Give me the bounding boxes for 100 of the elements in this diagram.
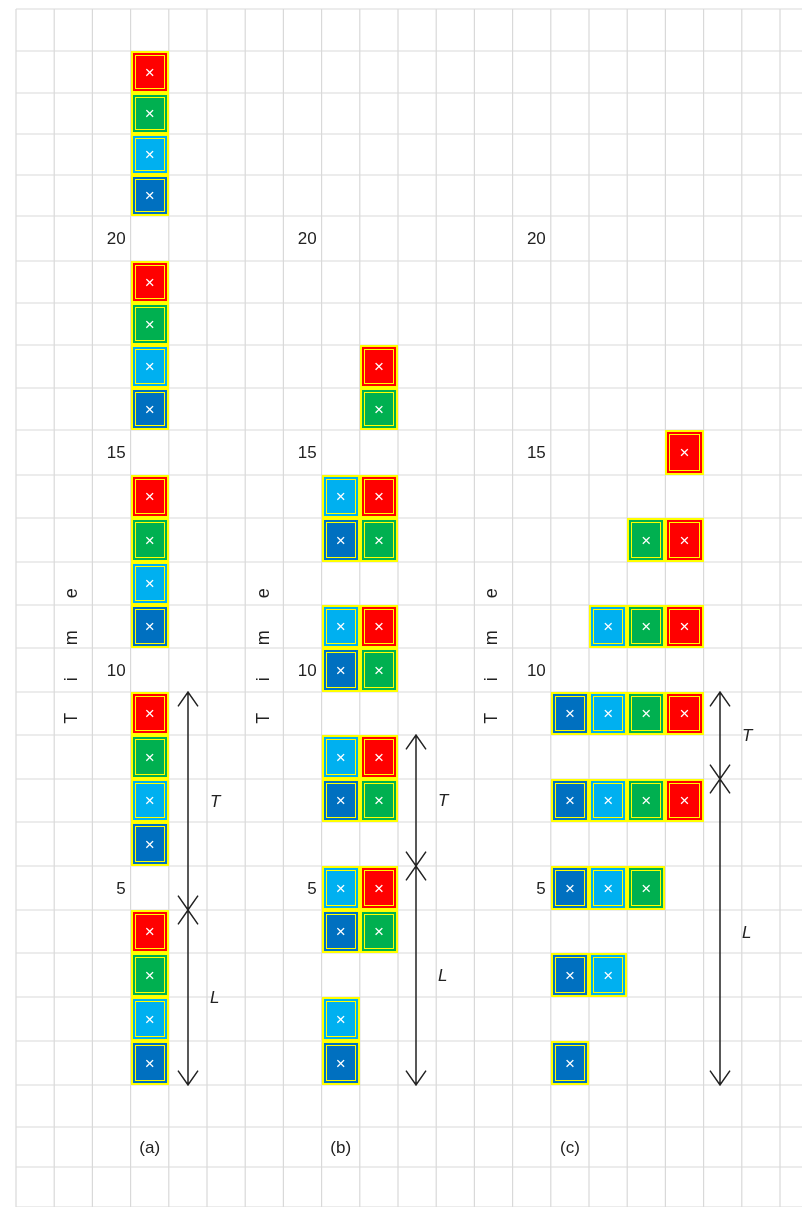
task-block — [130, 303, 169, 345]
time-tick-label: 15 — [526, 444, 546, 461]
task-block — [321, 475, 360, 518]
interval-label: T — [742, 727, 753, 744]
cross-mark: × — [679, 618, 690, 635]
task-block — [550, 692, 589, 735]
axis-title: Time — [253, 556, 272, 724]
time-tick-label: 15 — [106, 444, 126, 461]
cross-mark: × — [335, 1054, 346, 1072]
axis-title: Time — [61, 556, 80, 724]
interval-label: L — [742, 923, 752, 941]
task-block — [130, 175, 169, 216]
task-block — [359, 735, 398, 779]
cross-mark: × — [335, 1010, 346, 1028]
task-block — [130, 779, 169, 822]
cross-mark: × — [564, 792, 575, 809]
task-block — [359, 866, 398, 910]
task-block — [130, 822, 169, 866]
task-block — [589, 692, 628, 735]
cross-mark: × — [603, 792, 614, 809]
cross-mark: × — [335, 618, 346, 635]
cross-mark: × — [144, 792, 155, 809]
task-block — [130, 953, 169, 997]
cross-mark: × — [144, 187, 155, 204]
cross-mark: × — [335, 879, 346, 897]
time-tick-label: 5 — [536, 879, 546, 897]
cross-mark: × — [641, 792, 652, 809]
task-block — [627, 779, 666, 822]
cross-mark: × — [144, 966, 155, 984]
task-block — [130, 261, 169, 303]
time-tick-label: 20 — [526, 230, 546, 247]
cross-mark: × — [144, 1010, 155, 1028]
task-block — [321, 997, 360, 1041]
cross-mark: × — [373, 923, 384, 940]
task-block — [627, 605, 666, 648]
time-tick-label: 20 — [297, 230, 317, 247]
cross-mark: × — [144, 575, 155, 592]
cross-mark: × — [144, 923, 155, 940]
task-block — [359, 475, 398, 518]
cross-mark: × — [373, 531, 384, 549]
panel-label: (b) — [330, 1138, 352, 1156]
task-block — [130, 605, 169, 648]
cross-mark: × — [641, 531, 652, 549]
task-block — [130, 134, 169, 175]
task-block — [130, 93, 169, 134]
cross-mark: × — [641, 705, 652, 722]
axis-title: Time — [481, 556, 500, 724]
cross-mark: × — [603, 966, 614, 984]
cross-mark: × — [144, 618, 155, 635]
cross-mark: × — [144, 748, 155, 766]
interval-label: T — [438, 792, 449, 809]
cross-mark: × — [144, 835, 155, 853]
cross-mark: × — [144, 315, 155, 333]
task-block — [130, 997, 169, 1041]
task-block — [130, 518, 169, 562]
cross-mark: × — [144, 105, 155, 122]
cross-mark: × — [335, 748, 346, 766]
time-tick-label: 10 — [526, 661, 546, 679]
time-tick-label: 5 — [307, 879, 317, 897]
cross-mark: × — [144, 400, 155, 418]
cross-mark: × — [641, 879, 652, 897]
cross-mark: × — [144, 531, 155, 549]
task-block — [589, 779, 628, 822]
panel-label: (a) — [139, 1138, 161, 1156]
cross-mark: × — [373, 792, 384, 809]
cross-mark: × — [603, 705, 614, 722]
cross-mark: × — [144, 358, 155, 375]
cross-mark: × — [373, 358, 384, 375]
task-block — [550, 779, 589, 822]
cross-mark: × — [335, 661, 346, 679]
cross-mark: × — [679, 705, 690, 722]
time-tick-label: 10 — [106, 661, 126, 679]
cross-mark: × — [564, 705, 575, 722]
time-tick-label: 15 — [297, 444, 317, 461]
cross-mark: × — [373, 488, 384, 505]
cross-mark: × — [679, 531, 690, 549]
task-block — [665, 518, 704, 562]
cross-mark: × — [373, 879, 384, 897]
task-block — [321, 1041, 360, 1085]
task-block — [359, 910, 398, 953]
task-block — [130, 1041, 169, 1085]
cross-mark: × — [564, 966, 575, 984]
task-block — [130, 475, 169, 518]
cross-mark: × — [335, 923, 346, 940]
task-block — [321, 518, 360, 562]
task-block — [665, 779, 704, 822]
cross-mark: × — [603, 618, 614, 635]
task-block — [359, 388, 398, 430]
time-tick-label: 20 — [106, 230, 126, 247]
interval-label: T — [210, 792, 221, 810]
task-block — [627, 518, 666, 562]
cross-mark: × — [679, 792, 690, 809]
interval-label: L — [438, 967, 448, 984]
cross-mark: × — [144, 273, 155, 291]
task-block — [359, 779, 398, 822]
task-block — [130, 735, 169, 779]
task-block — [589, 866, 628, 910]
task-block — [130, 388, 169, 430]
cross-mark: × — [144, 146, 155, 163]
task-block — [589, 953, 628, 997]
